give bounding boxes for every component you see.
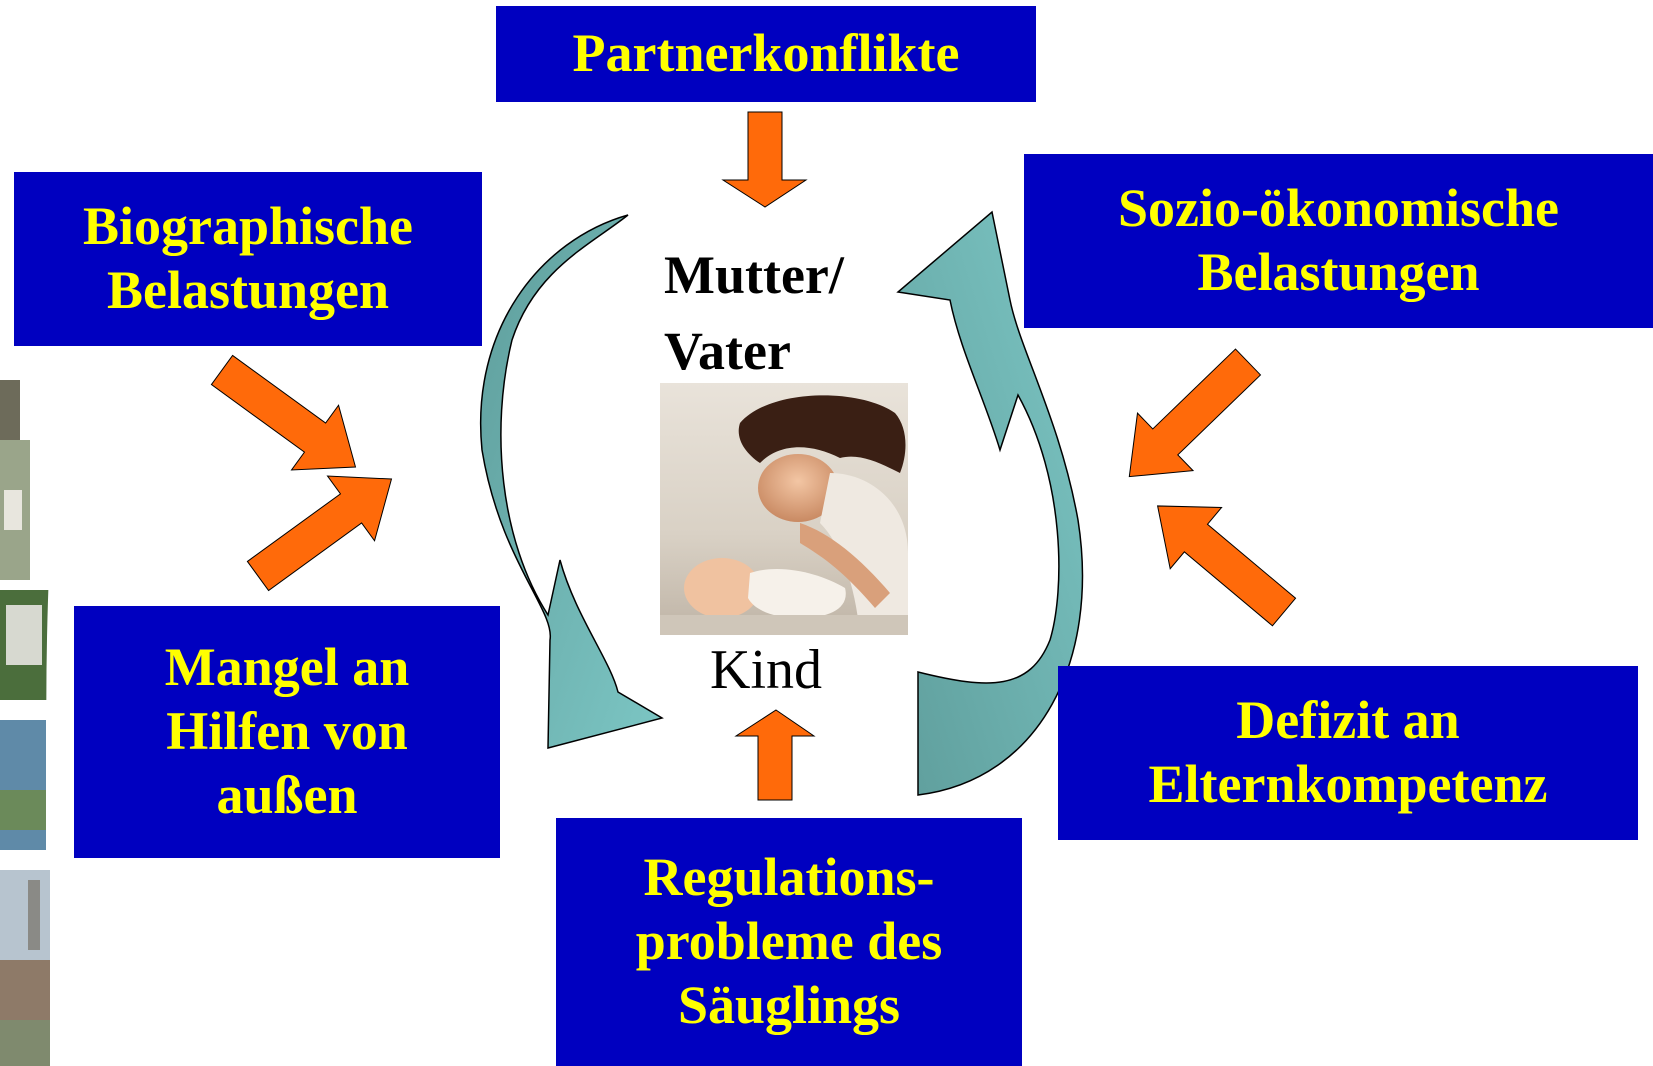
box-regulations-line1: Regulations- <box>643 847 935 908</box>
box-biographische-belastungen: Biographische Belastungen <box>14 172 482 346</box>
box-regulations-line2: probleme des <box>635 911 943 972</box>
parent-label-line1: Mutter/ <box>664 245 844 305</box>
box-biographische-line2: Belastungen <box>106 260 390 320</box>
cycle-arrow-right-icon <box>896 210 1084 796</box>
child-label: Kind <box>710 639 822 701</box>
box-sozio-oekonomische-belastungen: Sozio-ökonomische Belastungen <box>1024 154 1653 328</box>
box-partnerkonflikte-label: Partnerkonflikte <box>572 23 960 84</box>
box-regulationsprobleme: Regulations- probleme des Säuglings <box>556 818 1022 1066</box>
mother-child-photo <box>660 383 908 635</box>
arrow-up-icon <box>734 709 816 801</box>
box-mangel-line2: Hilfen von <box>166 701 408 762</box>
box-mangel-line3: außen <box>216 764 358 825</box>
box-mangel-line1: Mangel an <box>164 637 410 698</box>
box-partnerkonflikte: Partnerkonflikte <box>496 6 1036 102</box>
box-defizit-elternkompetenz: Defizit an Elternkompetenz <box>1058 666 1638 840</box>
arrow-diagonal-icon <box>1156 505 1297 627</box>
box-regulations-line3: Säuglings <box>677 974 901 1035</box>
arrow-diagonal-icon <box>210 354 357 471</box>
box-sozio-line2: Belastungen <box>1197 242 1480 302</box>
box-defizit-line1: Defizit an <box>1236 690 1460 751</box>
box-sozio-line1: Sozio-ökonomische <box>1117 178 1560 239</box>
arrow-diagonal-icon <box>246 475 393 592</box>
arrow-down-icon <box>721 111 808 208</box>
arrow-diagonal-icon <box>1128 348 1262 478</box>
cycle-arrow-left-icon <box>480 214 664 749</box>
parent-label-line2: Vater <box>664 321 791 381</box>
box-biographische-line1: Biographische <box>82 196 414 257</box>
box-mangel-an-hilfen: Mangel an Hilfen von außen <box>74 606 500 858</box>
box-defizit-line2: Elternkompetenz <box>1148 754 1548 814</box>
